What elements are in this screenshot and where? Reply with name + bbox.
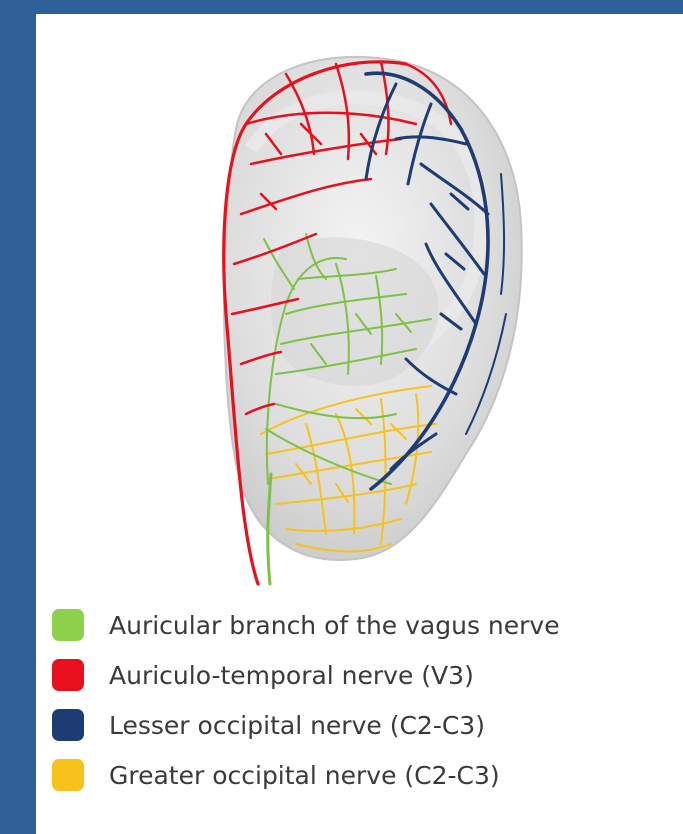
legend-item-vagus: Auricular branch of the vagus nerve [52,603,560,647]
legend-label: Auricular branch of the vagus nerve [109,611,560,640]
ear-innervation-illustration [36,14,683,604]
legend-swatch-blue [52,709,84,741]
legend-label: Greater occipital nerve (C2-C3) [109,761,500,790]
legend-label: Lesser occipital nerve (C2-C3) [109,711,485,740]
legend-swatch-red [52,659,84,691]
legend-swatch-green [52,609,84,641]
legend-label: Auriculo-temporal nerve (V3) [109,661,474,690]
legend-swatch-yellow [52,759,84,791]
legend-item-lesser-occipital: Lesser occipital nerve (C2-C3) [52,703,560,747]
legend-item-greater-occipital: Greater occipital nerve (C2-C3) [52,753,560,797]
legend: Auricular branch of the vagus nerve Auri… [52,603,560,803]
diagram-panel: Auricular branch of the vagus nerve Auri… [36,14,683,834]
legend-item-auriculo-temporal: Auriculo-temporal nerve (V3) [52,653,560,697]
